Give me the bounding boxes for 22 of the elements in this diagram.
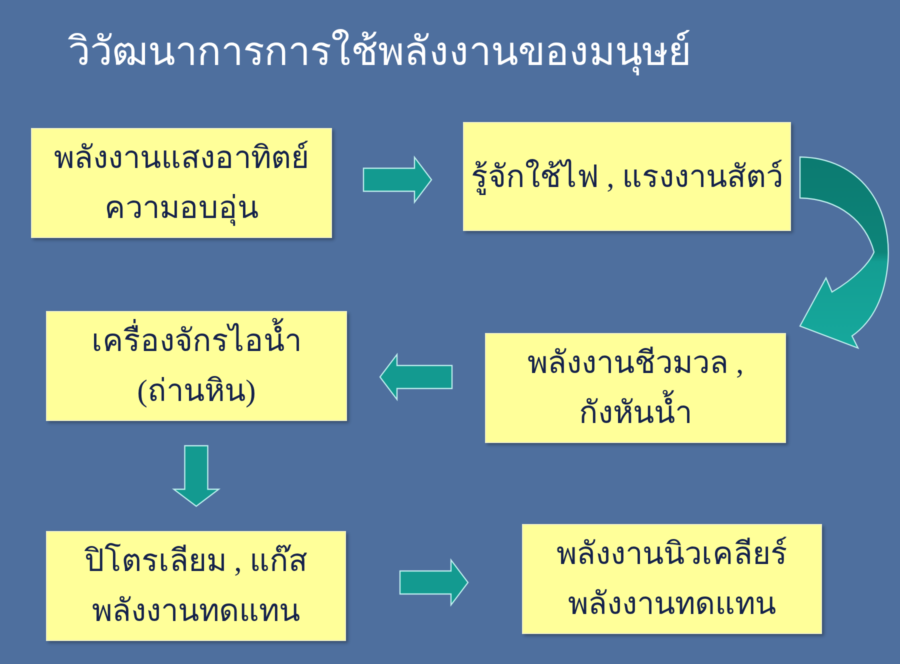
slide-title: วิวัฒนาการการใช้พลังงานของมนุษย์ xyxy=(68,28,691,78)
node-text: พลังงานแสงอาทิตย์ xyxy=(54,139,309,177)
block-arrow xyxy=(362,155,432,204)
curved-arrow xyxy=(799,156,889,349)
node-text: รู้จักใช้ไฟ , แรงงานสัตว์ xyxy=(470,158,784,197)
node-text: (ถ่านหิน) xyxy=(137,372,256,410)
block-arrow xyxy=(172,445,221,507)
process-box xyxy=(463,122,791,231)
process-box xyxy=(522,524,822,634)
process-box xyxy=(46,311,347,421)
node-text: เครื่องจักรไอน้ำ xyxy=(92,316,302,366)
node-text: ความอบอุ่น xyxy=(104,189,258,228)
block-arrow xyxy=(399,558,469,607)
node-text: ปิโตรเลียม , แก๊ส xyxy=(84,542,308,580)
node-text: พลังงานทดแทน xyxy=(568,585,776,623)
node-text: พลังงานทดแทน xyxy=(92,592,300,630)
process-box xyxy=(46,531,346,641)
process-box xyxy=(31,128,332,238)
node-text: พลังงานนิวเคลียร์ xyxy=(556,535,788,573)
node-text: พลังงานชีวมวล , กังหันน้ำ xyxy=(526,344,745,432)
block-arrow xyxy=(379,352,453,402)
process-box xyxy=(485,333,786,443)
